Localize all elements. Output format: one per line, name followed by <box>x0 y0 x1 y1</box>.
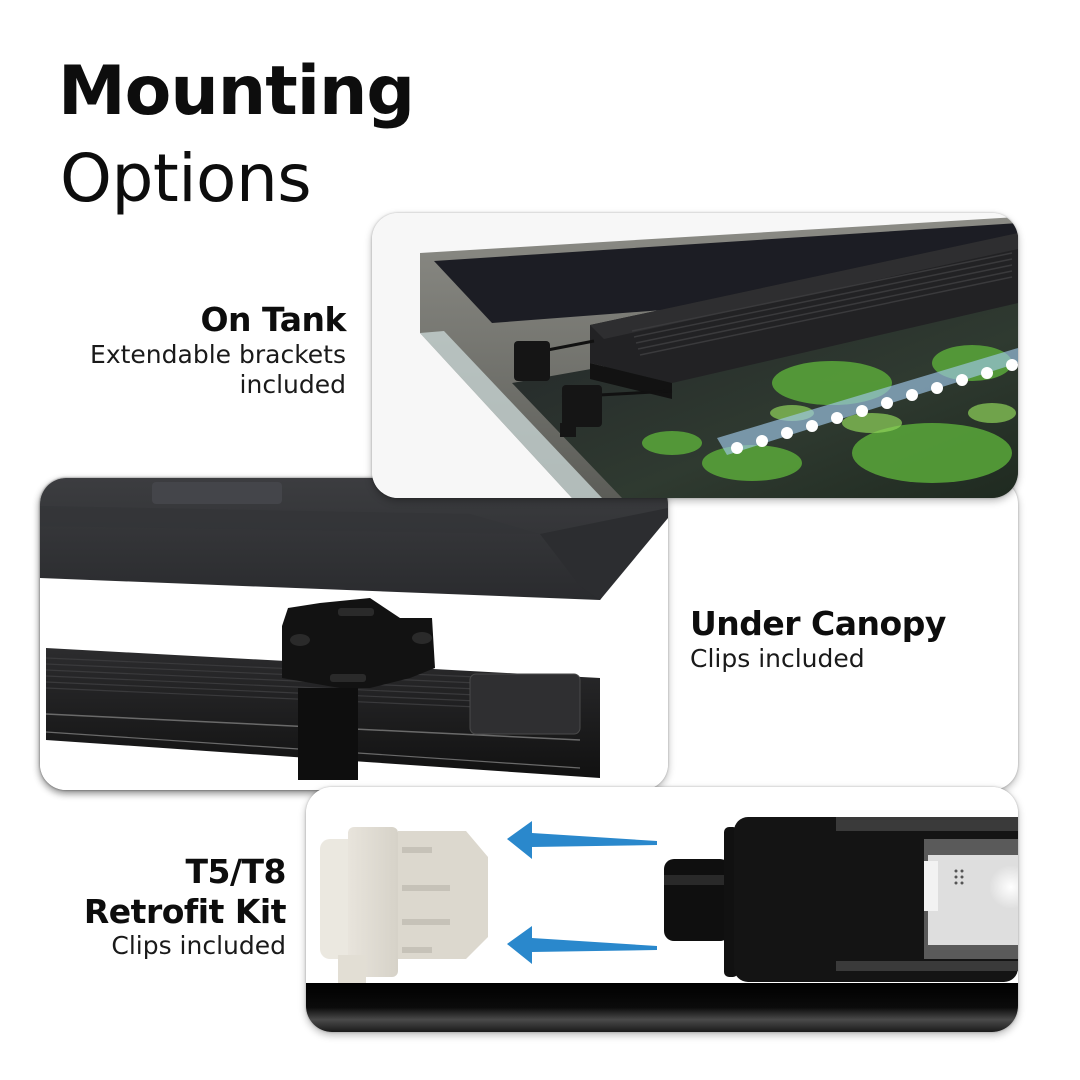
aquarium-led-image <box>372 213 1018 498</box>
under-canopy-led-image <box>40 478 668 790</box>
option-detail: Clips included <box>690 643 865 673</box>
option-on-tank-label: On Tank Extendable brackets included <box>60 300 346 400</box>
under-canopy-photo <box>40 478 668 790</box>
retrofit-kit-image <box>306 787 1018 1032</box>
option-heading: On Tank <box>200 300 347 339</box>
on-tank-photo <box>372 213 1018 498</box>
option-under-canopy-label: Under Canopy Clips included <box>690 604 1010 674</box>
retrofit-photo <box>306 787 1018 1032</box>
option-detail: Extendable brackets <box>90 339 346 369</box>
option-detail: included <box>239 369 346 399</box>
title-options: Options <box>60 140 312 217</box>
title-mounting: Mounting <box>58 52 415 131</box>
arrow-icons <box>507 821 657 964</box>
option-retrofit-label: T5/T8 Retrofit Kit Clips included <box>60 852 287 961</box>
option-heading: Under Canopy <box>690 604 946 643</box>
option-heading: Retrofit Kit <box>83 891 287 931</box>
option-heading: T5/T8 <box>185 852 287 891</box>
option-detail: Clips included <box>111 931 286 961</box>
end-cap <box>320 827 488 987</box>
